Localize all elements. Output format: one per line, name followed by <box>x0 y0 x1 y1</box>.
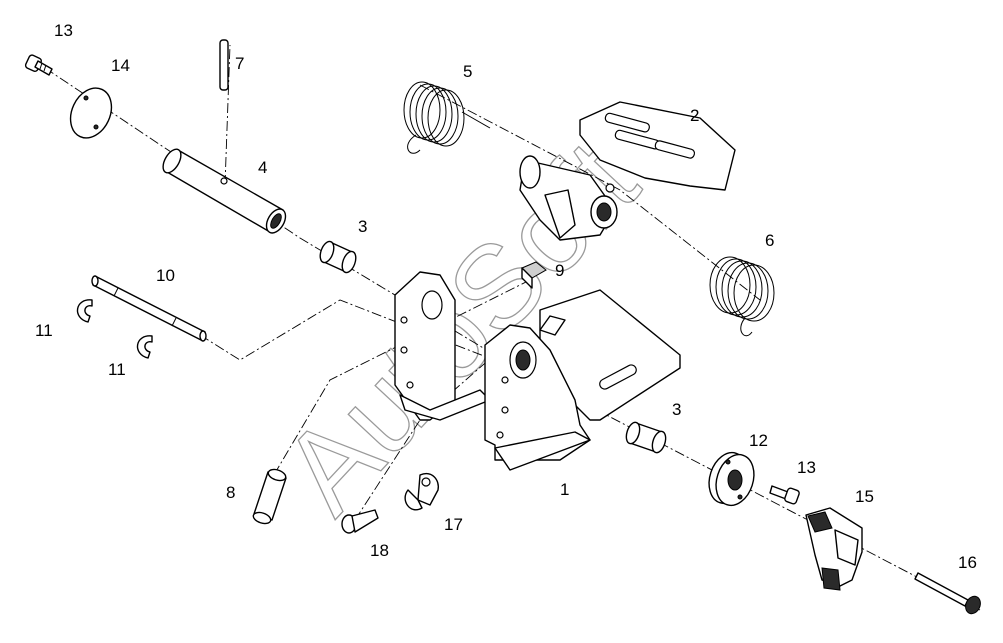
cable-clamp-17 <box>404 473 439 511</box>
callout-10: 10 <box>156 266 175 285</box>
torsion-spring-6 <box>709 256 775 337</box>
bushing-3-lower <box>625 421 667 454</box>
callout-11-right: 11 <box>108 360 126 379</box>
pin-7 <box>219 39 229 91</box>
callout-8: 8 <box>226 483 235 502</box>
sensor-15 <box>805 507 863 591</box>
callout-17: 17 <box>444 515 463 534</box>
flange-disc-12 <box>708 451 755 507</box>
cover-disc-14 <box>69 87 113 139</box>
e-clip-11-left <box>76 299 93 323</box>
bolt-16 <box>914 572 981 615</box>
callout-13-top: 13 <box>54 21 73 40</box>
callout-14: 14 <box>111 56 130 75</box>
callout-15: 15 <box>855 487 874 506</box>
bushing-3-upper <box>319 240 357 274</box>
screw-18 <box>341 509 379 534</box>
callout-9: 9 <box>555 261 564 280</box>
callout-5: 5 <box>463 62 472 81</box>
sleeve-8 <box>252 468 287 525</box>
callout-12: 12 <box>749 431 768 450</box>
lever-bracket-2 <box>519 101 736 241</box>
callout-7: 7 <box>235 54 244 73</box>
e-clip-11-right <box>136 335 153 359</box>
callout-4: 4 <box>258 158 267 177</box>
callout-3-lower: 3 <box>672 400 681 419</box>
callout-3-upper: 3 <box>358 217 367 236</box>
callout-11-left: 11 <box>35 321 53 340</box>
callout-13-lower: 13 <box>797 458 816 477</box>
callout-6: 6 <box>765 231 774 250</box>
callout-2: 2 <box>690 106 699 125</box>
block-9 <box>521 261 547 289</box>
callout-1: 1 <box>560 480 569 499</box>
tube-shaft-4 <box>162 148 287 234</box>
callout-18: 18 <box>370 541 389 560</box>
callout-16: 16 <box>958 553 977 572</box>
screw-13-lower <box>769 485 800 505</box>
main-frame-1 <box>394 271 681 471</box>
callout-labels: 13 14 7 4 5 2 3 6 9 10 11 11 3 12 13 15 … <box>35 21 977 572</box>
torsion-spring-5 <box>403 81 491 154</box>
screw-13-top <box>24 54 53 76</box>
shaft-10 <box>91 275 207 342</box>
